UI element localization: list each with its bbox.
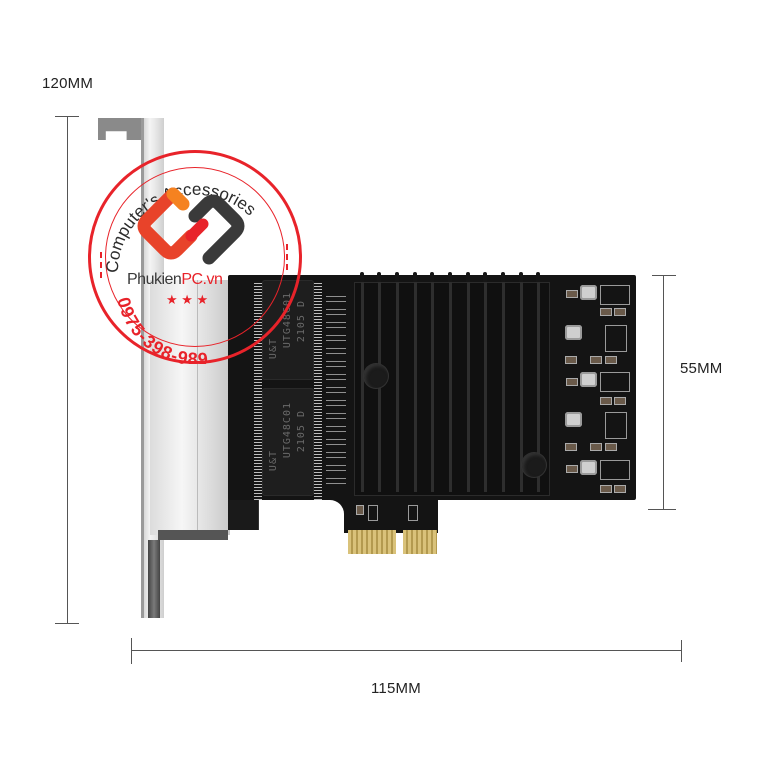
board-height-dimension-label: 55MM <box>680 360 723 377</box>
pcie-gold-fingers <box>348 530 396 554</box>
watermark-stars: ★ ★ ★ <box>166 292 209 307</box>
chip-pins-left <box>254 282 262 500</box>
chip-2-code: 2105 D <box>296 410 307 453</box>
watermark-brand-dark: Phukien <box>127 271 182 288</box>
smd-near-pcie <box>356 505 364 515</box>
heatsink <box>354 282 550 496</box>
height-dimension-line <box>67 116 68 624</box>
bracket-edge <box>141 118 144 618</box>
height-dimension-tick-bottom <box>55 623 79 624</box>
width-dimension-tick-right <box>681 640 682 662</box>
svg-text:0975-398-989: 0975-398-989 <box>113 295 209 364</box>
inductor-4 <box>565 412 582 427</box>
chip-2-model: UTG48C01 <box>282 402 293 459</box>
pcie-gold-fingers-short <box>403 530 437 554</box>
width-dimension-line <box>131 650 681 651</box>
height-dimension-tick-top <box>55 116 79 117</box>
inductor-1 <box>580 285 597 300</box>
watermark-outer-ring <box>88 150 302 364</box>
magnetics-chip-2: U&T UTG48C01 2105 D <box>262 388 314 496</box>
silk-near-pcie-1 <box>368 505 378 521</box>
smd-column <box>326 290 346 490</box>
board-height-dimension-line <box>663 275 664 509</box>
silk-near-pcie-2 <box>408 505 418 521</box>
watermark-phone: 0975-398-989 <box>113 295 209 364</box>
watermark-logo-icon <box>137 187 245 265</box>
height-dimension-label: 120MM <box>42 75 94 92</box>
port-housing-base <box>158 530 228 540</box>
chip-2-brand: U&T <box>268 450 279 472</box>
watermark-inner-ring <box>105 167 285 347</box>
width-dimension-tick-left <box>131 638 132 664</box>
watermark-brand-red: PC.vn <box>181 271 223 288</box>
width-dimension-label: 115MM <box>371 680 421 697</box>
board-height-tick-bottom <box>648 509 676 510</box>
pcie-notch-left <box>298 500 344 540</box>
board-height-tick-top <box>652 275 676 276</box>
heatsink-screw-2 <box>522 453 546 477</box>
chip-pins-right <box>314 282 322 500</box>
port-housing-divider <box>197 280 198 535</box>
inductor-5 <box>580 460 597 475</box>
heatsink-screw-1 <box>364 364 388 388</box>
inductor-2 <box>565 325 582 340</box>
inductor-3 <box>580 372 597 387</box>
bracket-lower <box>148 540 160 618</box>
watermark-dash-right <box>286 240 288 270</box>
watermark-brand: PhukienPC.vn <box>127 271 223 289</box>
watermark-dash-left <box>100 248 102 278</box>
